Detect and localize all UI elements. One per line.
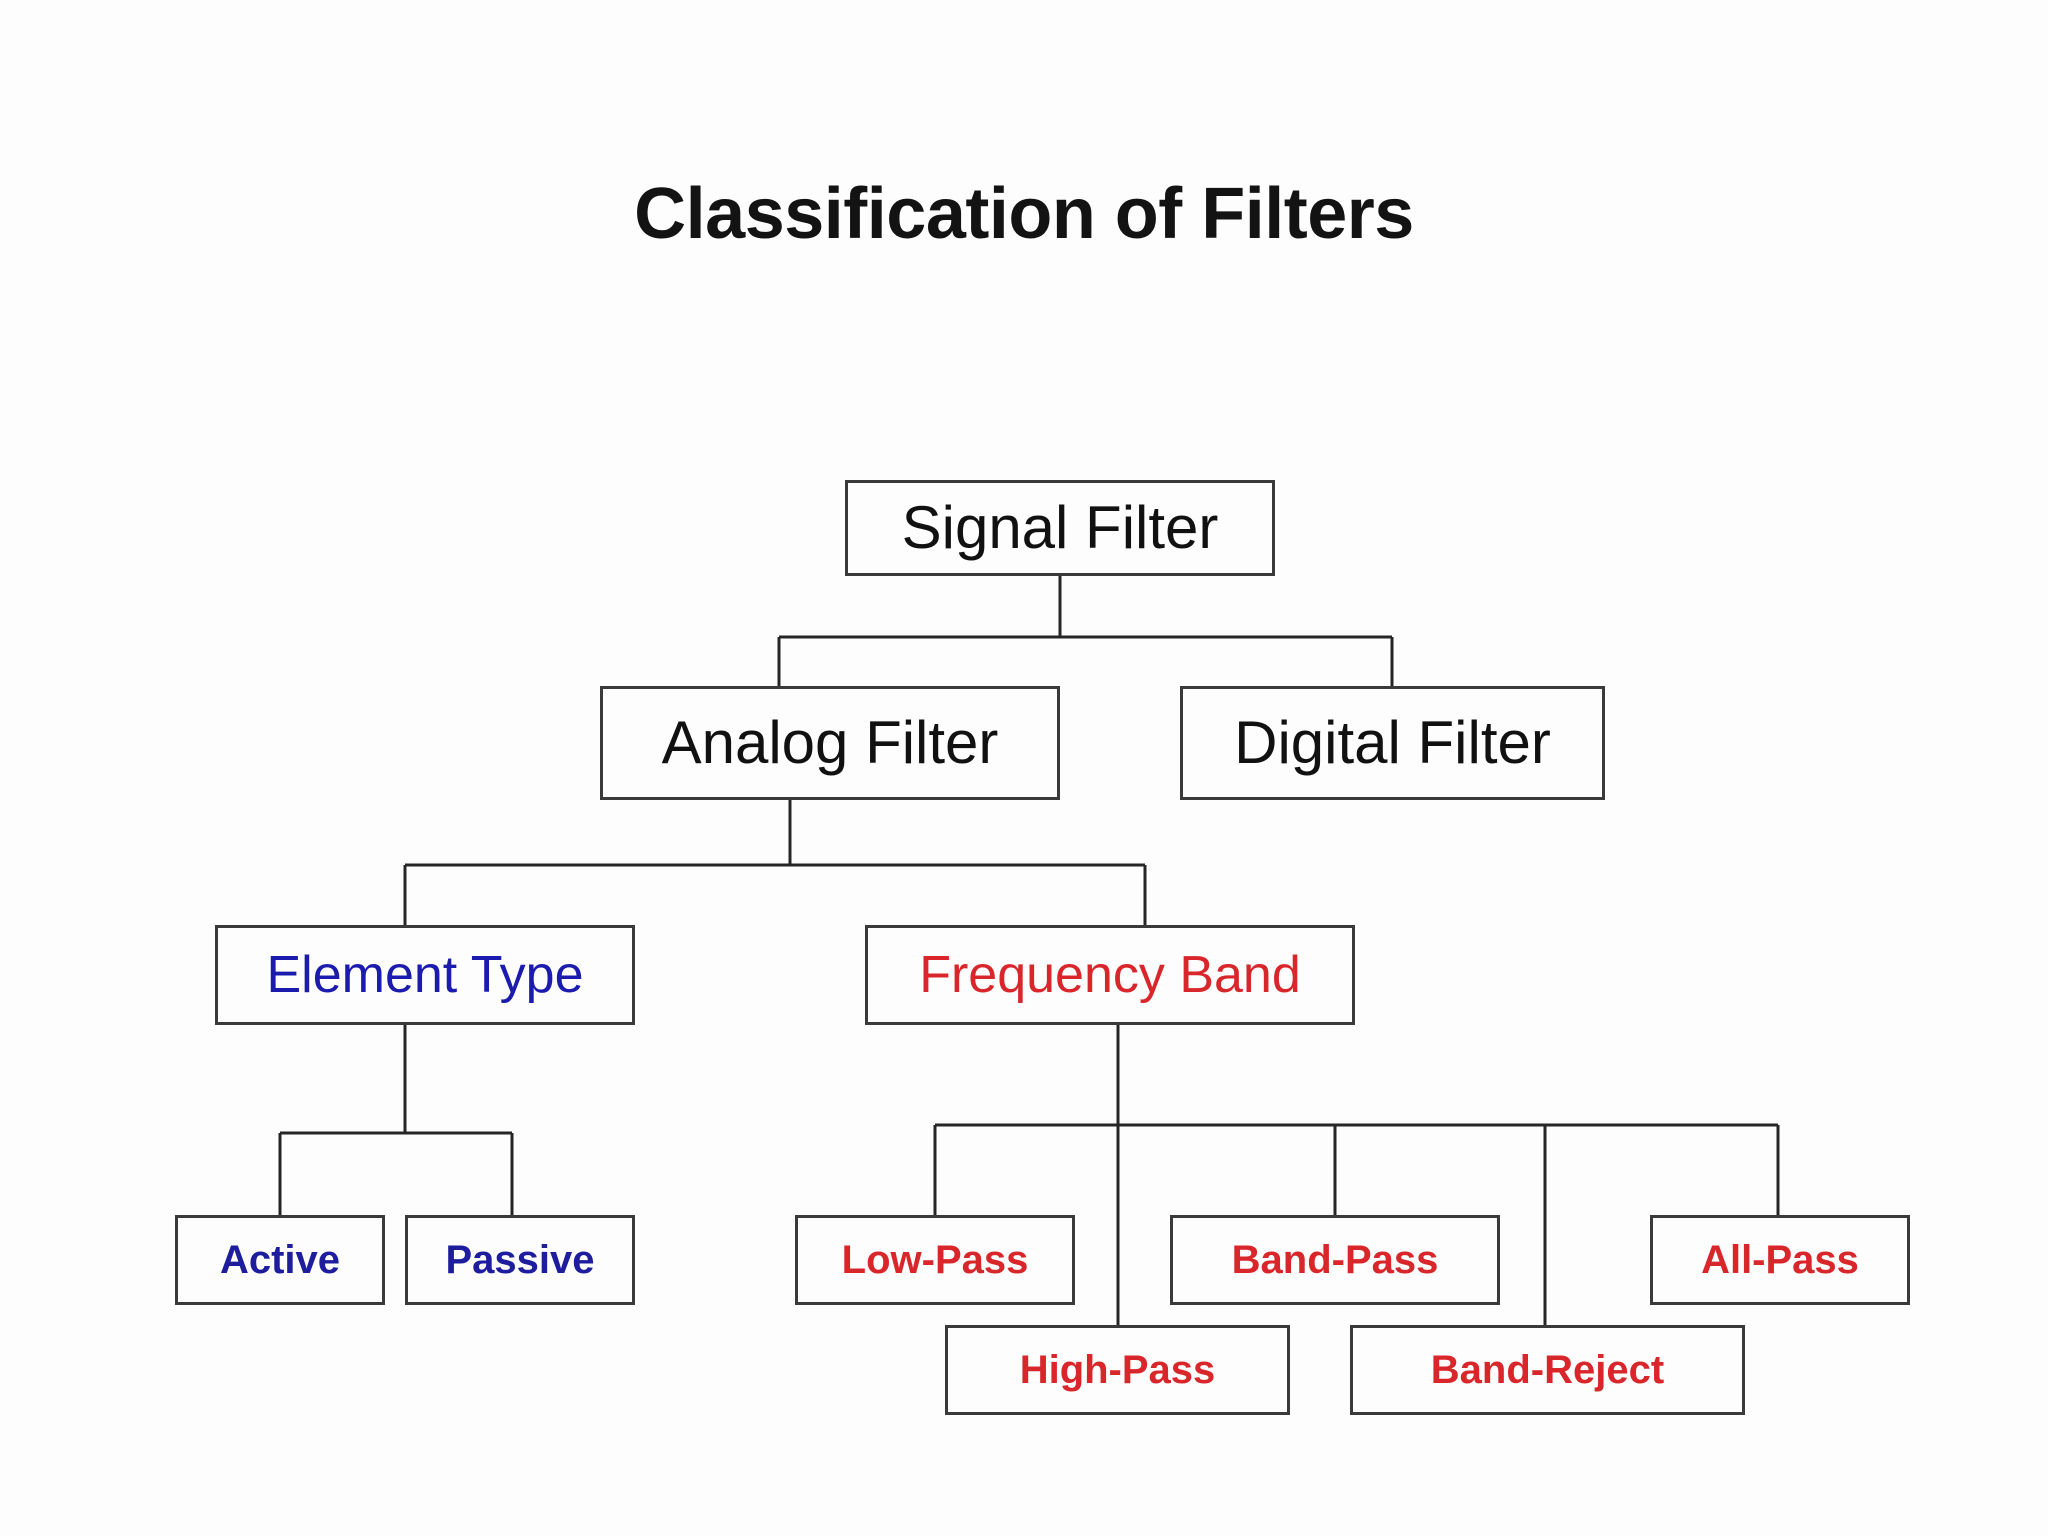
node-passive[interactable]: Passive xyxy=(405,1215,635,1305)
node-all-pass[interactable]: All-Pass xyxy=(1650,1215,1910,1305)
node-low-pass[interactable]: Low-Pass xyxy=(795,1215,1075,1305)
node-analog-filter[interactable]: Analog Filter xyxy=(600,686,1060,800)
node-low-pass-label: Low-Pass xyxy=(841,1238,1029,1282)
node-high-pass-label: High-Pass xyxy=(1019,1348,1216,1392)
node-frequency-band[interactable]: Frequency Band xyxy=(865,925,1355,1025)
node-element-type[interactable]: Element Type xyxy=(215,925,635,1025)
node-digital-filter-label: Digital Filter xyxy=(1234,709,1551,776)
node-band-pass[interactable]: Band-Pass xyxy=(1170,1215,1500,1305)
node-active[interactable]: Active xyxy=(175,1215,385,1305)
node-element-type-label: Element Type xyxy=(266,946,584,1004)
node-band-reject-label: Band-Reject xyxy=(1430,1348,1665,1392)
node-band-reject[interactable]: Band-Reject xyxy=(1350,1325,1745,1415)
node-digital-filter[interactable]: Digital Filter xyxy=(1180,686,1605,800)
node-analog-filter-label: Analog Filter xyxy=(661,709,999,776)
node-active-label: Active xyxy=(219,1238,341,1282)
page-title: Classification of Filters xyxy=(634,174,1414,254)
node-passive-label: Passive xyxy=(445,1238,595,1282)
node-signal-filter[interactable]: Signal Filter xyxy=(845,480,1275,576)
node-all-pass-label: All-Pass xyxy=(1701,1238,1859,1282)
node-signal-filter-label: Signal Filter xyxy=(901,494,1219,561)
node-frequency-band-label: Frequency Band xyxy=(919,946,1301,1004)
node-high-pass[interactable]: High-Pass xyxy=(945,1325,1290,1415)
node-band-pass-label: Band-Pass xyxy=(1231,1238,1439,1282)
